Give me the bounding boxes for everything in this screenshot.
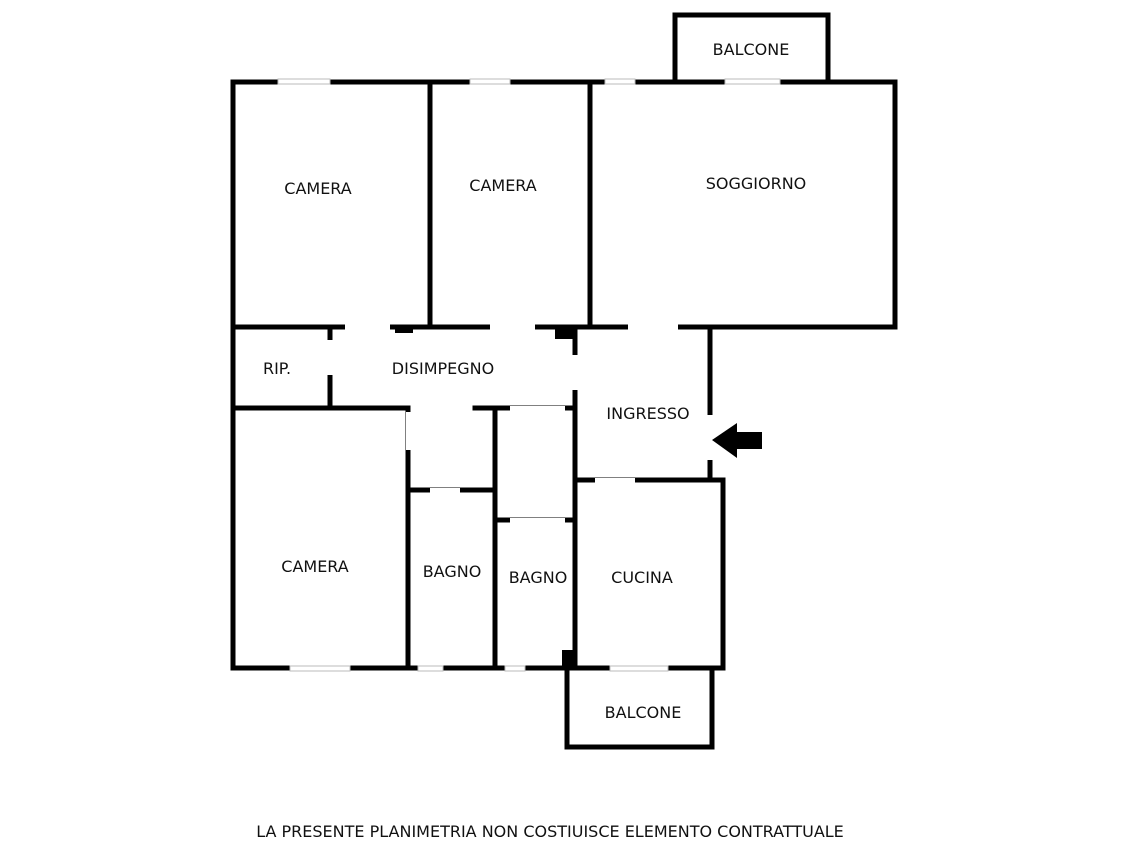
room-label-camera-3: CAMERA — [281, 557, 349, 576]
room-label-camera-1: CAMERA — [284, 179, 352, 198]
entrance-arrow-icon — [712, 423, 762, 458]
room-label-cucina: CUCINA — [611, 568, 673, 587]
room-label-ingresso: INGRESSO — [606, 404, 689, 423]
room-label-soggiorno: SOGGIORNO — [706, 174, 807, 193]
room-label-camera-2: CAMERA — [469, 176, 537, 195]
room-label-ripostiglio: RIP. — [263, 359, 291, 378]
room-label-balcone-top: BALCONE — [713, 40, 790, 59]
room-label-bagno-2: BAGNO — [509, 568, 568, 587]
room-label-balcone-bottom: BALCONE — [605, 703, 682, 722]
doors-windows — [277, 78, 781, 672]
room-label-bagno-1: BAGNO — [423, 562, 482, 581]
walls — [230, 12, 898, 750]
room-label-disimpegno: DISIMPEGNO — [392, 359, 494, 378]
disclaimer-text: LA PRESENTE PLANIMETRIA NON COSTIUISCE E… — [256, 822, 844, 841]
